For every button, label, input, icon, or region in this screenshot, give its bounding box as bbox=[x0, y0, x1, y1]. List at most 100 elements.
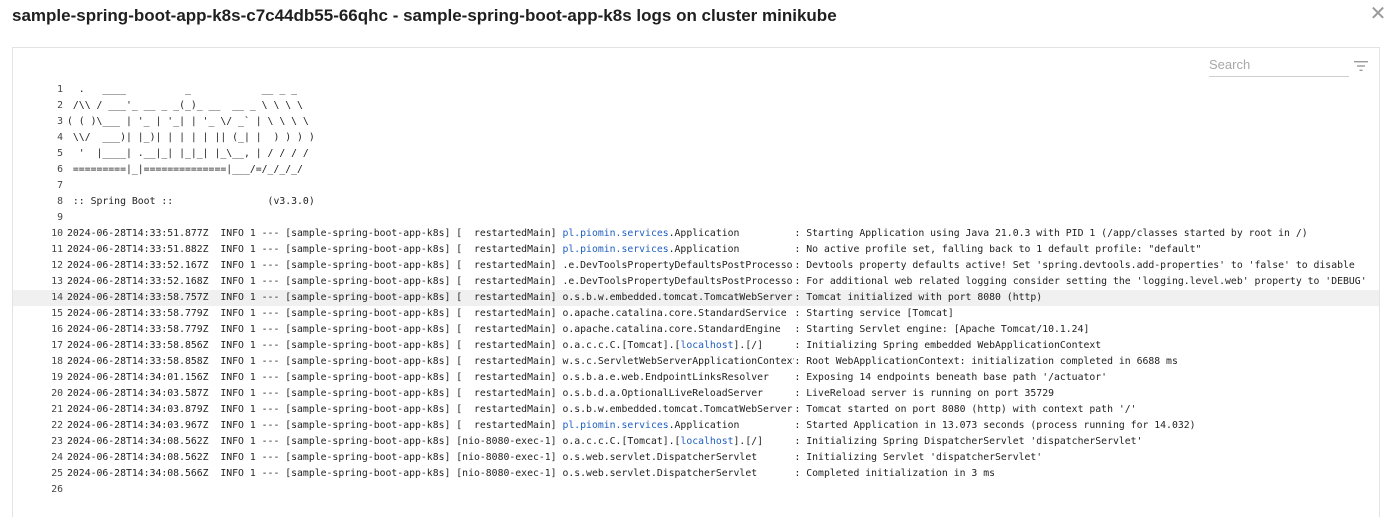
close-icon[interactable]: ✕ bbox=[1369, 3, 1387, 25]
log-prefix: INFO 1 --- [sample-spring-boot-app-k8s] … bbox=[208, 324, 563, 335]
log-text: . ____ _ __ _ _ bbox=[67, 84, 298, 95]
log-message: : Initializing Spring embedded WebApplic… bbox=[794, 340, 1102, 351]
log-logger: pl.piomin.services.Application bbox=[562, 418, 794, 434]
line-number: 2 bbox=[57, 100, 63, 111]
log-prefix: INFO 1 --- [sample-spring-boot-app-k8s] … bbox=[208, 436, 563, 447]
log-message: : Starting Servlet engine: [Apache Tomca… bbox=[794, 324, 1090, 335]
log-line: 1 . ____ _ __ _ _ bbox=[13, 82, 1379, 98]
log-message: : Root WebApplicationContext: initializa… bbox=[794, 356, 1178, 367]
log-logger: w.s.c.ServletWebServerApplicationContext bbox=[562, 354, 794, 370]
log-line: 4 \\/ ___)| |_)| | | | | || (_| | ) ) ) … bbox=[13, 130, 1379, 146]
log-line: 5 ' |____| .__|_| |_|_| |_\__, | / / / / bbox=[13, 146, 1379, 162]
log-line: 26 bbox=[13, 482, 1379, 498]
line-number: 12 bbox=[51, 260, 63, 271]
log-logger: o.apache.catalina.core.StandardEngine bbox=[562, 322, 794, 338]
log-message: : Initializing Servlet 'dispatcherServle… bbox=[794, 452, 1043, 463]
line-number: 20 bbox=[51, 388, 63, 399]
logger-class: .Application bbox=[668, 420, 740, 431]
logger-class: o.a.c.c.C.[Tomcat].[localhost].[/] bbox=[562, 436, 764, 447]
log-logger: pl.piomin.services.Application bbox=[562, 242, 794, 258]
log-panel: 1 . ____ _ __ _ _2 /\\ / ___'_ __ _ _(_)… bbox=[12, 47, 1380, 517]
log-logger: .e.DevToolsPropertyDefaultsPostProcessor bbox=[562, 274, 794, 290]
log-prefix: INFO 1 --- [sample-spring-boot-app-k8s] … bbox=[208, 420, 563, 431]
log-line: 6 =========|_|==============|___/=/_/_/_… bbox=[13, 162, 1379, 178]
line-number: 15 bbox=[51, 308, 63, 319]
log-prefix: INFO 1 --- [sample-spring-boot-app-k8s] … bbox=[208, 260, 563, 271]
log-message: : Devtools property defaults active! Set… bbox=[794, 260, 1355, 271]
log-prefix: INFO 1 --- [sample-spring-boot-app-k8s] … bbox=[208, 388, 563, 399]
log-logger: o.a.c.c.C.[Tomcat].[localhost].[/] bbox=[562, 434, 794, 450]
log-timestamp: 2024-06-28T14:33:58.856Z bbox=[67, 340, 209, 351]
line-number: 13 bbox=[51, 276, 63, 287]
log-message: : Started Application in 13.073 seconds … bbox=[794, 420, 1196, 431]
logger-class: .Application bbox=[668, 244, 740, 255]
log-text: =========|_|==============|___/=/_/_/_/ bbox=[67, 164, 303, 175]
log-message: : Initializing Spring DispatcherServlet … bbox=[794, 436, 1143, 447]
log-timestamp: 2024-06-28T14:33:52.168Z bbox=[67, 276, 209, 287]
log-message: : No active profile set, falling back to… bbox=[794, 244, 1202, 255]
line-number: 21 bbox=[51, 404, 63, 415]
log-line: 3 ( ( )\___ | '_ | '_| | '_ \/ _` | \ \ \… bbox=[13, 114, 1379, 130]
log-message: : Exposing 14 endpoints beneath base pat… bbox=[794, 372, 1108, 383]
log-prefix: INFO 1 --- [sample-spring-boot-app-k8s] … bbox=[208, 292, 563, 303]
line-number: 25 bbox=[51, 468, 63, 479]
filter-icon[interactable] bbox=[1354, 60, 1368, 72]
logger-class: o.s.b.d.a.OptionalLiveReloadServer bbox=[562, 388, 764, 399]
logger-class: o.apache.catalina.core.StandardService bbox=[562, 308, 787, 319]
log-timestamp: 2024-06-28T14:33:58.779Z bbox=[67, 324, 209, 335]
logger-class: .Application bbox=[668, 228, 740, 239]
line-number: 10 bbox=[51, 228, 63, 239]
log-text: ' |____| .__|_| |_|_| |_\__, | / / / / bbox=[67, 148, 309, 159]
log-prefix: INFO 1 --- [sample-spring-boot-app-k8s] … bbox=[208, 404, 563, 415]
logger-class: w.s.c.ServletWebServerApplicationContext bbox=[562, 356, 795, 367]
log-prefix: INFO 1 --- [sample-spring-boot-app-k8s] … bbox=[208, 452, 563, 463]
log-prefix: INFO 1 --- [sample-spring-boot-app-k8s] … bbox=[208, 356, 563, 367]
log-timestamp: 2024-06-28T14:34:08.562Z bbox=[67, 452, 209, 463]
log-logger: o.s.b.w.embedded.tomcat.TomcatWebServer bbox=[562, 402, 794, 418]
log-text: /\\ / ___'_ __ _ _(_)_ __ __ _ \ \ \ \ bbox=[67, 100, 303, 111]
search-box[interactable] bbox=[1209, 54, 1349, 77]
search-input[interactable] bbox=[1209, 54, 1345, 74]
log-prefix: INFO 1 --- [sample-spring-boot-app-k8s] … bbox=[208, 372, 563, 383]
line-number: 24 bbox=[51, 452, 63, 463]
log-line: 24 2024-06-28T14:34:08.562Z INFO 1 --- [s… bbox=[13, 450, 1379, 466]
log-logger: .e.DevToolsPropertyDefaultsPostProcessor bbox=[562, 258, 794, 274]
log-timestamp: 2024-06-28T14:33:58.858Z bbox=[67, 356, 209, 367]
logger-package: pl.piomin.services bbox=[562, 244, 669, 255]
dialog-title: sample-spring-boot-app-k8s-c7c44db55-66q… bbox=[12, 6, 837, 25]
line-number: 18 bbox=[51, 356, 63, 367]
log-timestamp: 2024-06-28T14:34:01.156Z bbox=[67, 372, 209, 383]
line-number: 3 bbox=[57, 116, 63, 127]
logger-class: .e.DevToolsPropertyDefaultsPostProcessor bbox=[562, 260, 795, 271]
log-timestamp: 2024-06-28T14:34:08.566Z bbox=[67, 468, 209, 479]
logger-class: o.s.web.servlet.DispatcherServlet bbox=[562, 468, 758, 479]
log-message: : Starting Application using Java 21.0.3… bbox=[794, 228, 1308, 239]
log-text: :: Spring Boot :: (v3.3.0) bbox=[67, 196, 315, 207]
logger-class: o.s.b.a.e.web.EndpointLinksResolver bbox=[562, 372, 769, 383]
log-prefix: INFO 1 --- [sample-spring-boot-app-k8s] … bbox=[208, 228, 563, 239]
logger-class: o.apache.catalina.core.StandardEngine bbox=[562, 324, 781, 335]
log-logger: o.s.b.a.e.web.EndpointLinksResolver bbox=[562, 370, 794, 386]
line-number: 8 bbox=[57, 196, 63, 207]
line-number: 26 bbox=[51, 484, 63, 495]
logger-class: o.a.c.c.C.[Tomcat].[localhost].[/] bbox=[562, 340, 764, 351]
log-text: ( ( )\___ | '_ | '_| | '_ \/ _` | \ \ \ … bbox=[67, 116, 309, 127]
logger-class: o.s.b.w.embedded.tomcat.TomcatWebServer bbox=[562, 292, 793, 303]
logger-class: .e.DevToolsPropertyDefaultsPostProcessor bbox=[562, 276, 795, 287]
log-line: 21 2024-06-28T14:34:03.879Z INFO 1 --- [s… bbox=[13, 402, 1379, 418]
log-timestamp: 2024-06-28T14:34:03.879Z bbox=[67, 404, 209, 415]
log-lines: 1 . ____ _ __ _ _2 /\\ / ___'_ __ _ _(_)… bbox=[13, 82, 1379, 498]
line-number: 22 bbox=[51, 420, 63, 431]
log-line: 8 :: Spring Boot :: (v3.3.0) bbox=[13, 194, 1379, 210]
log-message: : For additional web related logging con… bbox=[794, 276, 1367, 287]
log-line: 2 /\\ / ___'_ __ _ _(_)_ __ __ _ \ \ \ \ bbox=[13, 98, 1379, 114]
log-prefix: INFO 1 --- [sample-spring-boot-app-k8s] … bbox=[208, 340, 563, 351]
